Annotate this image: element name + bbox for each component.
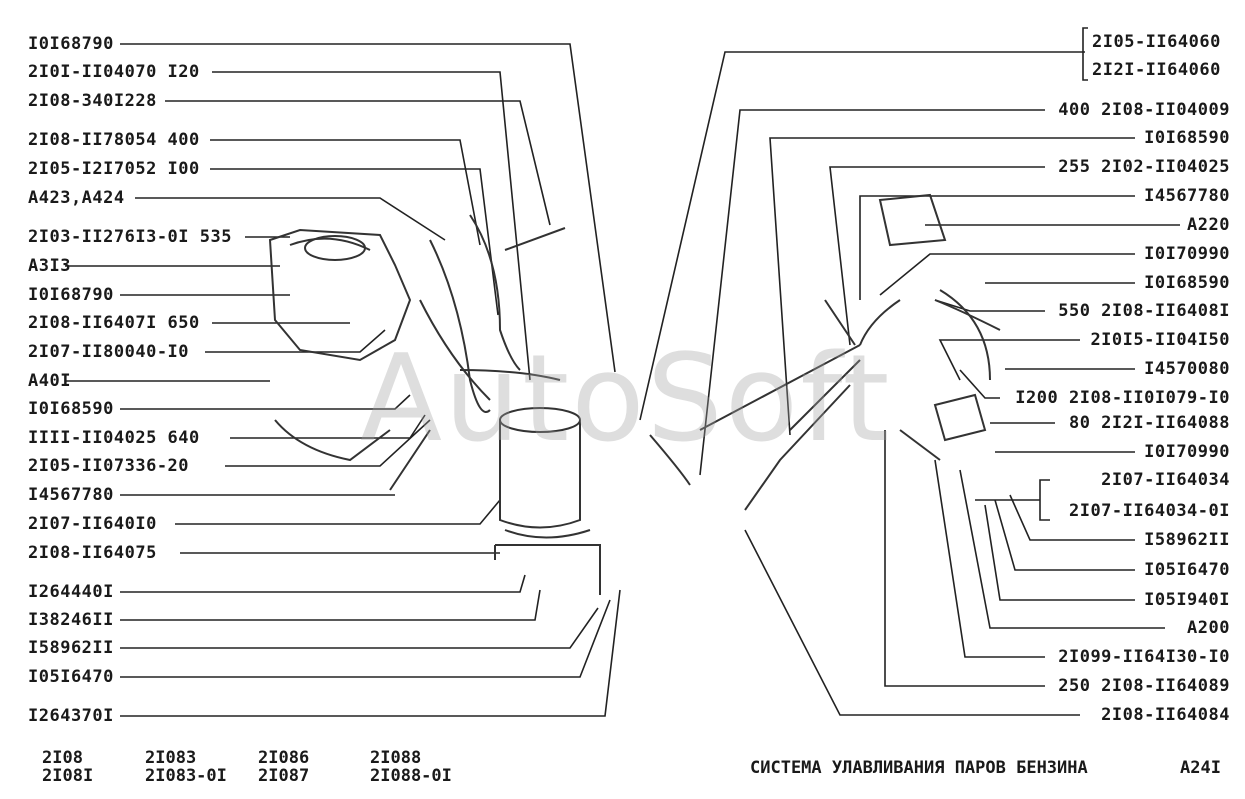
left-label: I0I68790: [28, 285, 114, 305]
left-label: A3I3: [28, 256, 71, 276]
right-label: I0I68590: [1144, 273, 1230, 293]
left-label: 2I08-II6407I 650: [28, 313, 200, 333]
bracket-top-label: 2I2I-II64060: [1092, 60, 1221, 80]
left-label: 2I07-II640I0: [28, 514, 157, 534]
right-label: A220: [1187, 215, 1230, 235]
left-label: 2I05-I2I7052 I00: [28, 159, 200, 179]
model-code: 2I083: [145, 748, 197, 768]
left-label: 2I03-II276I3-0I 535: [28, 227, 232, 247]
left-label: 2I05-II07336-20: [28, 456, 190, 476]
left-label: I264370I: [28, 706, 114, 726]
left-label: I38246II: [28, 610, 114, 630]
model-code: 2I086: [258, 748, 310, 768]
right-label: I0I70990: [1144, 442, 1230, 462]
bracket-mid-label: 2I07-II64034-0I: [1068, 501, 1230, 521]
model-code: 2I088-0I: [370, 766, 452, 786]
right-label: 80 2I2I-II64088: [1068, 413, 1230, 433]
right-label: 2I08-II64084: [1101, 705, 1230, 725]
bracket-mid-label: 2I07-II64034: [1101, 470, 1230, 490]
right-label: I0I70990: [1144, 244, 1230, 264]
left-label: 2I08-II64075: [28, 543, 157, 563]
left-label: I4567780: [28, 485, 114, 505]
left-label: IIII-II04025 640: [28, 428, 200, 448]
right-label: 550 2I08-II6408I: [1058, 301, 1230, 321]
left-label: 2I0I-II04070 I20: [28, 62, 200, 82]
model-code: 2I087: [258, 766, 310, 786]
right-label: I4567780: [1144, 186, 1230, 206]
right-label: A200: [1187, 618, 1230, 638]
left-label: I0I68790: [28, 34, 114, 54]
left-label: 2I08-II78054 400: [28, 130, 200, 150]
right-label: 255 2I02-II04025: [1058, 157, 1230, 177]
left-label: I264440I: [28, 582, 114, 602]
page-code: A24I: [1180, 758, 1221, 778]
model-code: 2I08: [42, 748, 83, 768]
right-label: I200 2I08-II0I079-I0: [1015, 388, 1230, 408]
model-code: 2I083-0I: [145, 766, 227, 786]
bracket-top-label: 2I05-II64060: [1092, 32, 1221, 52]
left-label: A40I: [28, 371, 71, 391]
left-label: I58962II: [28, 638, 114, 658]
right-label: 2I099-II64I30-I0: [1058, 647, 1230, 667]
right-label: I05I6470: [1144, 560, 1230, 580]
right-label: 400 2I08-II04009: [1058, 100, 1230, 120]
right-label: I05I940I: [1144, 590, 1230, 610]
right-label: I0I68590: [1144, 128, 1230, 148]
right-label: I58962II: [1144, 530, 1230, 550]
model-code: 2I08I: [42, 766, 94, 786]
right-label: I4570080: [1144, 359, 1230, 379]
left-label: 2I07-II80040-I0: [28, 342, 190, 362]
diagram-title: СИСТЕМА УЛАВЛИВАНИЯ ПАРОВ БЕНЗИНА: [750, 758, 1088, 778]
right-label: 2I0I5-II04I50: [1090, 330, 1230, 350]
left-label: I0I68590: [28, 399, 114, 419]
left-label: A423,A424: [28, 188, 125, 208]
model-code: 2I088: [370, 748, 422, 768]
left-label: 2I08-340I228: [28, 91, 157, 111]
left-label: I05I6470: [28, 667, 114, 687]
watermark: AutoSoft: [360, 330, 892, 469]
right-label: 250 2I08-II64089: [1058, 676, 1230, 696]
